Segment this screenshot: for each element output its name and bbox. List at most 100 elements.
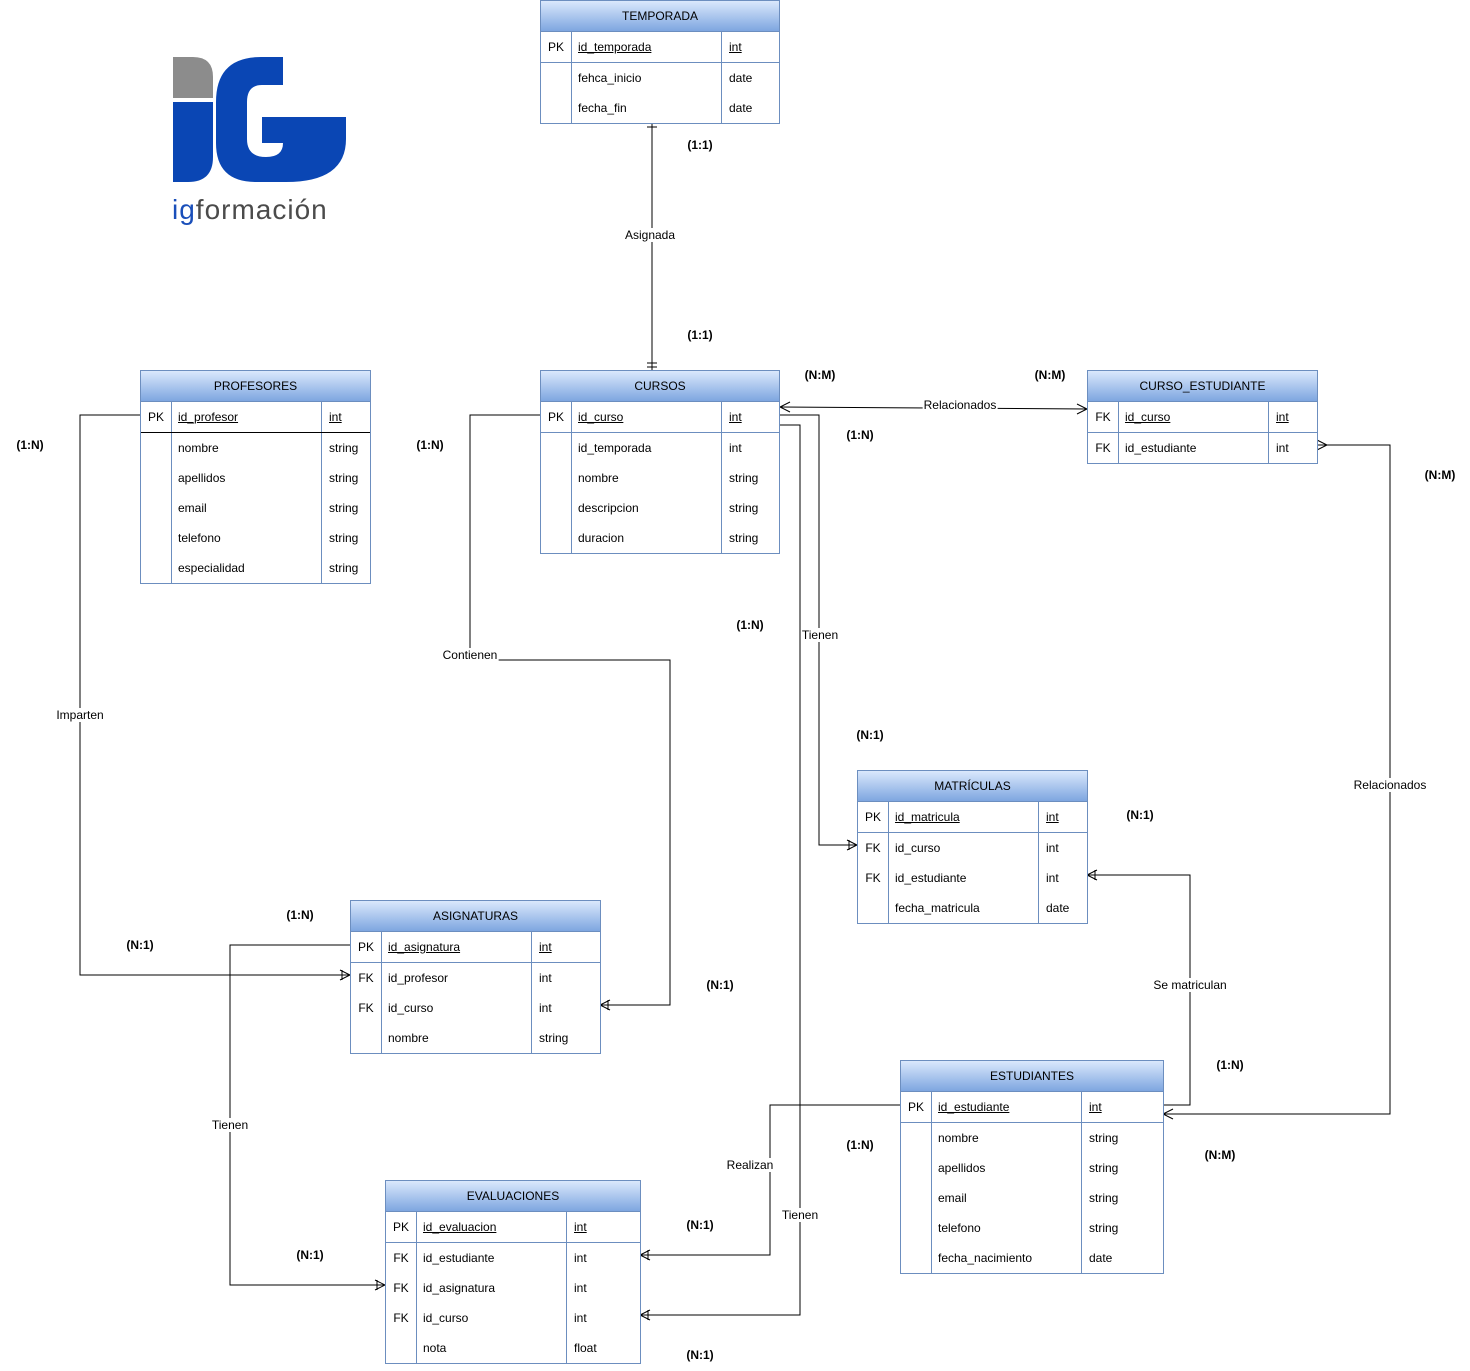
logo-wordmark-ig: ig [172, 194, 196, 225]
edge-cursos-evaluaciones [640, 424, 801, 1316]
field-type: date [1038, 893, 1089, 923]
entity-asignaturas[interactable]: ASIGNATURAS PK id_asignatura int FK id_p… [350, 900, 601, 1054]
field-type: int [566, 1303, 642, 1333]
field-name: id_curso [388, 1001, 434, 1015]
entity-temporada[interactable]: TEMPORADA PK id_temporada int fehca_inic… [540, 0, 780, 124]
field-type: int [1268, 433, 1319, 463]
field-name: fecha_fin [578, 101, 627, 115]
key-label [901, 1243, 932, 1273]
field-type: string [721, 493, 781, 523]
field-type: date [721, 93, 781, 123]
key-label: FK [1088, 402, 1119, 432]
cardinality-label: (1:1) [687, 328, 713, 342]
edge-label-relacionados-right[interactable]: Relacionados [1352, 778, 1428, 792]
entity-profesores[interactable]: PROFESORES PK id_profesor int nombre str… [140, 370, 371, 584]
field-name: nombre [178, 441, 219, 455]
key-label [901, 1123, 932, 1153]
field-type: float [566, 1333, 642, 1363]
cardinality-label: (1:N) [846, 1138, 874, 1152]
entity-row: apellidos string [901, 1153, 1163, 1183]
key-label: FK [386, 1243, 417, 1273]
field-type: int [1038, 802, 1089, 832]
edge-label-contienen[interactable]: Contienen [441, 648, 499, 662]
entity-row: PK id_profesor int [141, 402, 370, 433]
entity-title: ASIGNATURAS [351, 901, 600, 932]
cardinality-label: (1:N) [736, 618, 764, 632]
entity-row: apellidos string [141, 463, 370, 493]
field-type: string [321, 523, 372, 553]
field-type: string [321, 493, 372, 523]
field-name: apellidos [938, 1161, 986, 1175]
entity-evaluaciones[interactable]: EVALUACIONES PK id_evaluacion int FK id_… [385, 1180, 641, 1364]
field-type: int [721, 402, 781, 432]
logo-i-gray [173, 57, 213, 98]
field-type: int [321, 402, 372, 432]
entity-matriculas[interactable]: MATRÍCULAS PK id_matricula int FK id_cur… [857, 770, 1088, 924]
edge-label-relacionados-top[interactable]: Relacionados [922, 398, 998, 412]
key-label: PK [386, 1212, 417, 1242]
edge-label-se-matriculan[interactable]: Se matriculan [1152, 978, 1228, 992]
key-label: PK [541, 32, 572, 62]
logo-g-blue [216, 57, 346, 182]
edge-label-tienen-matriculas[interactable]: Tienen [800, 628, 840, 642]
field-name: nombre [938, 1131, 979, 1145]
cardinality-label: (N:1) [856, 728, 884, 742]
cardinality-label: (1:N) [16, 438, 44, 452]
entity-row: FK id_estudiante int [858, 863, 1087, 893]
field-type: date [1081, 1243, 1165, 1273]
entity-row: nota float [386, 1333, 640, 1363]
field-name: id_estudiante [938, 1100, 1010, 1114]
field-name: especialidad [178, 561, 245, 575]
field-name: id_profesor [388, 971, 449, 985]
entity-row: FK id_estudiante int [1088, 433, 1317, 463]
igformacion-logo [173, 57, 346, 182]
field-name: id_curso [895, 841, 941, 855]
cardinality-label: (1:N) [846, 428, 874, 442]
logo-wordmark: igformación [172, 192, 328, 228]
entity-curso-estudiante[interactable]: CURSO_ESTUDIANTE FK id_curso int FK id_e… [1087, 370, 1318, 464]
field-type: int [531, 963, 602, 993]
entity-row: id_temporada int [541, 433, 779, 463]
key-label [858, 893, 889, 923]
edge-label-realizan[interactable]: Realizan [725, 1158, 775, 1172]
entity-estudiantes[interactable]: ESTUDIANTES PK id_estudiante int nombre … [900, 1060, 1164, 1274]
field-name: email [178, 501, 207, 515]
entity-row: fecha_nacimiento date [901, 1243, 1163, 1273]
field-type: string [1081, 1123, 1165, 1153]
key-label: FK [351, 993, 382, 1023]
key-label [901, 1153, 932, 1183]
edge-label-imparten[interactable]: Imparten [55, 708, 105, 722]
marker-many-cursos-right [778, 401, 791, 413]
key-label: PK [541, 402, 572, 432]
key-label: PK [901, 1092, 932, 1122]
entity-title: ESTUDIANTES [901, 1061, 1163, 1092]
key-label: PK [858, 802, 889, 832]
entity-title: CURSO_ESTUDIANTE [1088, 371, 1317, 402]
entity-row: FK id_curso int [1088, 402, 1317, 433]
key-label [541, 433, 572, 463]
field-name: id_matricula [895, 810, 960, 824]
field-name: id_asignatura [423, 1281, 496, 1295]
field-type: date [721, 63, 781, 93]
field-name: id_estudiante [895, 871, 967, 885]
field-type: string [1081, 1213, 1165, 1243]
entity-row: FK id_profesor int [351, 963, 600, 993]
entity-row: FK id_asignatura int [386, 1273, 640, 1303]
entity-cursos[interactable]: CURSOS PK id_curso int id_temporada int … [540, 370, 780, 554]
edge-label-asignada[interactable]: Asignada [623, 228, 677, 242]
entity-row: FK id_curso int [351, 993, 600, 1023]
field-name: nombre [388, 1031, 429, 1045]
key-label [386, 1333, 417, 1363]
field-name: telefono [178, 531, 221, 545]
entity-row: telefono string [141, 523, 370, 553]
key-label: FK [351, 963, 382, 993]
edge-label-tienen-evaluaciones[interactable]: Tienen [210, 1118, 250, 1132]
edge-label-tienen-cursos-eval[interactable]: Tienen [780, 1208, 820, 1222]
field-name: fecha_nacimiento [938, 1251, 1033, 1265]
entity-title: CURSOS [541, 371, 779, 402]
field-name: id_temporada [578, 40, 652, 54]
cardinality-label: (N:1) [706, 978, 734, 992]
field-type: int [1038, 863, 1089, 893]
entity-title: TEMPORADA [541, 1, 779, 32]
field-type: int [1268, 402, 1319, 432]
